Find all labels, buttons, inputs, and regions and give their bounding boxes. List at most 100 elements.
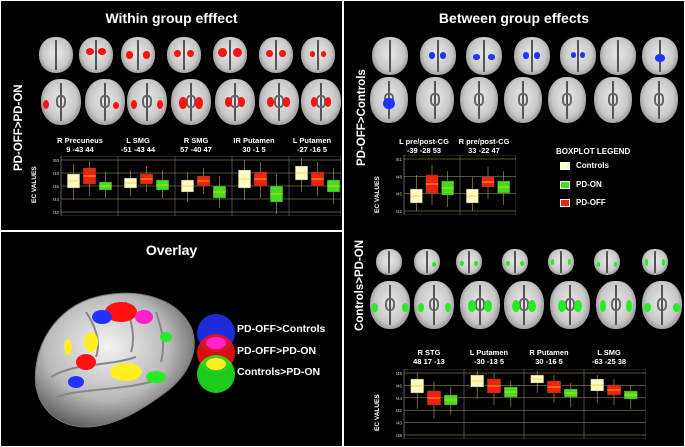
column-label: L Putamen-30 -13 5 <box>469 348 509 366</box>
activation-blob <box>179 97 187 109</box>
brain-slice <box>594 77 632 123</box>
activation-blob <box>402 302 408 313</box>
column-label: L SMG-63 -25 38 <box>591 348 627 366</box>
brain-slice <box>550 281 590 329</box>
legend-item-controls: Controls <box>576 161 609 170</box>
activation-blob <box>309 51 315 57</box>
activation-blob <box>505 260 510 266</box>
activation-blob <box>429 52 436 60</box>
activation-blob <box>512 300 520 313</box>
legend-swatch-controls <box>560 162 570 170</box>
activation-blob <box>644 302 652 313</box>
brain-slice <box>414 249 440 275</box>
activation-blob <box>567 259 572 265</box>
brain-slice <box>596 281 636 329</box>
activation-blob <box>574 300 582 313</box>
brain-slice <box>416 77 454 123</box>
activation-blob <box>113 102 119 109</box>
activation-blob <box>418 302 424 313</box>
activation-blob <box>383 97 395 110</box>
between-top-boxplot-chart: 0.0051 0.0048 0.0045 0.0042 <box>396 155 516 215</box>
activation-blob <box>325 97 331 107</box>
activation-blob <box>238 97 246 107</box>
activation-blob <box>474 260 479 266</box>
brain-slice <box>213 37 247 73</box>
y-tick-label: 0.0048 <box>396 371 402 376</box>
activation-blob <box>279 49 287 57</box>
activation-blob <box>173 49 181 57</box>
brain-slice <box>560 37 596 75</box>
brain-slice <box>259 79 299 125</box>
y-axis-label: EC VALUES <box>374 394 381 431</box>
y-tick-label: 0.0045 <box>396 192 402 197</box>
brain-slice <box>514 37 550 75</box>
legend-swatch-pd-off <box>560 199 570 207</box>
activation-blob <box>558 300 566 313</box>
brain-slice <box>548 249 574 275</box>
column-label: L SMG-51 -43 44 <box>120 136 156 154</box>
activation-blob <box>613 262 618 268</box>
y-tick-label: 0.0046 <box>396 383 402 388</box>
brain-slice <box>41 79 81 125</box>
brain-slice <box>370 281 410 329</box>
activation-blob <box>600 300 606 313</box>
brain-slice <box>466 37 502 75</box>
brain-slice <box>171 79 211 125</box>
activation-blob <box>432 262 437 268</box>
activation-blob <box>311 97 317 107</box>
within-row-label: PD-OFF>PD-ON <box>13 84 25 171</box>
within-boxplot-chart: 0.00500.00480.00460.00440.0042 <box>53 156 341 216</box>
activation-blob <box>570 52 577 58</box>
brain-slice <box>301 79 341 125</box>
between-row2-label: Controls>PD-ON <box>354 239 366 331</box>
overlay-panel: Overlay PD-OFF>Controls PD-OFF>PD-ON Con… <box>0 231 343 447</box>
y-tick-label: 0.0046 <box>53 184 59 189</box>
activation-blob <box>187 49 195 57</box>
brain-slice <box>370 77 408 123</box>
activation-blob <box>626 300 632 313</box>
between-row1-label: PD-OFF>Controls <box>356 69 368 166</box>
activation-blob <box>520 260 525 266</box>
y-tick-label: 0.0042 <box>396 209 402 214</box>
y-axis-label: EC VALUES <box>31 166 38 203</box>
venn-overlap-yellow <box>206 358 226 370</box>
activation-blob <box>265 49 273 57</box>
boxplot-legend-title: BOXPLOT LEGEND <box>556 147 631 156</box>
activation-blob <box>85 47 95 55</box>
brain-slice <box>85 79 125 125</box>
activation-blob <box>218 47 227 57</box>
activation-blob <box>445 302 452 313</box>
column-label: L pre/post-CG-39 -28 53 <box>399 137 449 155</box>
y-tick-label: 0.0048 <box>396 174 402 179</box>
overlay-label-controls-pd-on: Controls>PD-ON <box>237 366 321 378</box>
activation-blob <box>484 300 492 313</box>
brain-slice <box>594 249 620 275</box>
brain-slice <box>460 77 498 123</box>
brain-slice <box>127 79 167 125</box>
legend-swatch-pd-on <box>560 181 570 189</box>
brain-slice <box>600 37 636 75</box>
activation-blob <box>473 54 481 60</box>
overlay-brain-render <box>34 292 195 428</box>
venn-overlap-magenta <box>206 337 226 349</box>
y-tick-label: 0.0050 <box>53 158 59 163</box>
y-tick-label: 0.0051 <box>396 157 402 162</box>
activation-blob <box>126 51 133 59</box>
brain-slice <box>502 249 528 275</box>
brain-slice <box>456 249 482 275</box>
activation-blob <box>673 302 681 313</box>
brain-slice <box>460 281 500 329</box>
brain-slice <box>504 77 542 123</box>
legend-item-pd-on: PD-ON <box>576 180 602 189</box>
between-bottom-boxplot-chart: 0.00480.00460.00440.00420.00400.0038 <box>396 369 646 439</box>
activation-blob <box>267 97 275 107</box>
brain-slice <box>215 79 255 125</box>
activation-blob <box>533 52 541 60</box>
column-label: L Putamen-27 -16 5 <box>292 136 332 154</box>
activation-blob <box>596 262 601 268</box>
